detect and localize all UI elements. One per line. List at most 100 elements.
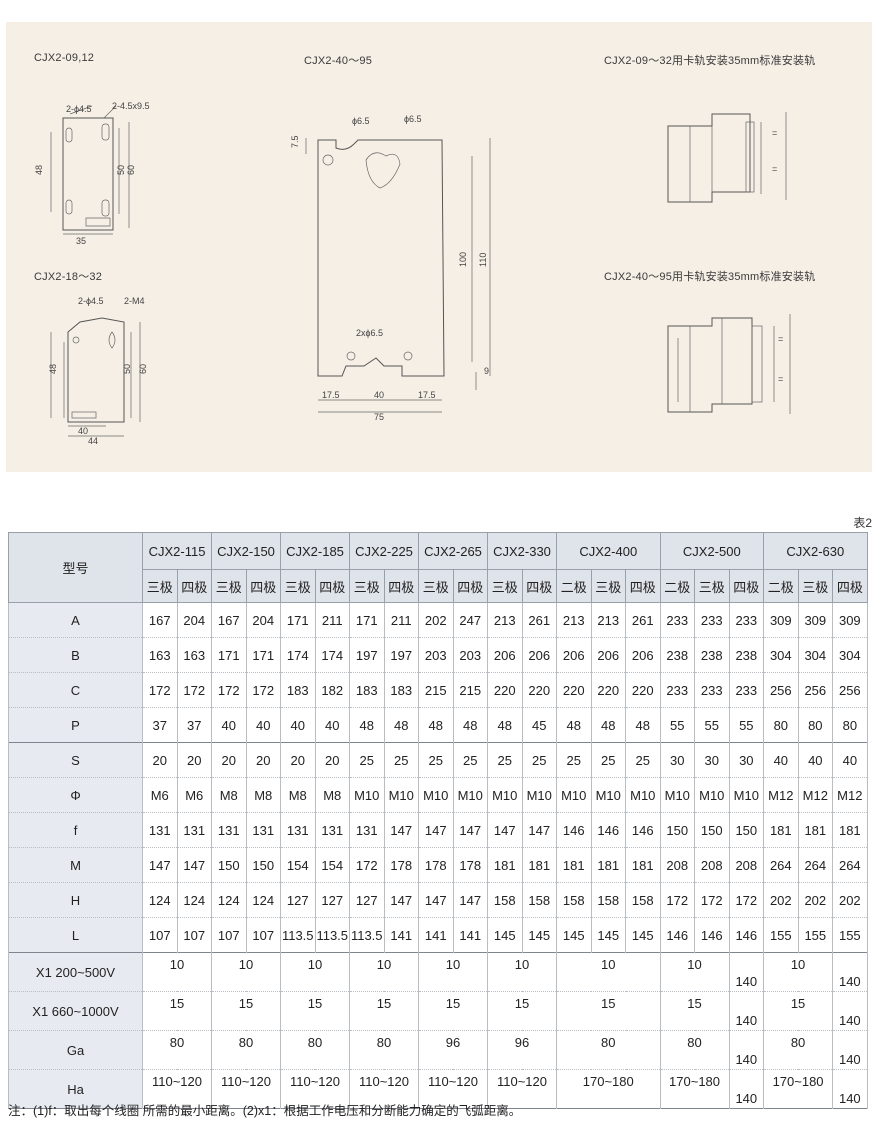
dim-40c: 40 [374, 390, 384, 400]
table-cell: 110~120 [280, 1069, 350, 1109]
table-cell: 96 [487, 1030, 557, 1070]
title-rail-09-32: CJX2-09～32用卡轨安装35mm标准安装轨 [604, 55, 816, 67]
table-cell: M10 [659, 777, 696, 813]
table-cell: 110~120 [487, 1069, 557, 1109]
table-cell: 203 [452, 637, 488, 673]
table-cell: 25 [556, 742, 592, 778]
table-cell: 48 [556, 707, 592, 743]
table-cell: 48 [418, 707, 454, 743]
pole-col-header: 二极 [659, 569, 696, 603]
table-cell: 171 [245, 637, 281, 673]
table-cell: 181 [590, 847, 626, 883]
table-cell: 147 [142, 847, 178, 883]
table-cell: 172 [211, 672, 247, 708]
table-cell: 206 [521, 637, 557, 673]
table-cell: 172 [245, 672, 281, 708]
table-cell: 233 [728, 602, 765, 638]
table-cell: 183 [280, 672, 316, 708]
table-cell: 206 [556, 637, 592, 673]
table-cell: 213 [556, 602, 592, 638]
table-cell: 45 [521, 707, 557, 743]
table-cell: 264 [797, 847, 834, 883]
table-cell: 124 [176, 882, 212, 918]
table-cell: M8 [211, 777, 247, 813]
table-cell: M8 [280, 777, 316, 813]
table-cell: 25 [590, 742, 626, 778]
table-cell: M10 [728, 777, 765, 813]
table-cell: 48 [487, 707, 523, 743]
model-header: 型号 [8, 532, 143, 603]
table-cell: M6 [176, 777, 212, 813]
table-cell: 167 [142, 602, 178, 638]
dim-100: 100 [458, 252, 468, 267]
table-cell: 183 [349, 672, 385, 708]
table-cell: 40 [763, 742, 799, 778]
table-cell: 163 [142, 637, 178, 673]
table-cell: 40 [211, 707, 247, 743]
dim-9: 9 [484, 366, 489, 376]
table-cell: 140 [728, 1069, 765, 1109]
dim-48: 48 [34, 165, 44, 175]
dim-110: 110 [478, 253, 488, 267]
table-cell: 107 [142, 917, 178, 953]
table-cell: 309 [797, 602, 834, 638]
table-cell: 140 [832, 1069, 868, 1109]
table-cell: 178 [418, 847, 454, 883]
table-cell: 110~120 [418, 1069, 488, 1109]
dim-17-5b: 17.5 [418, 390, 436, 400]
table-cell: 163 [176, 637, 212, 673]
row-label: A [8, 602, 143, 638]
table-cell: 80 [142, 1030, 212, 1070]
dim-hole1: 2-ϕ4.5 [66, 104, 92, 114]
table-cell: 309 [763, 602, 799, 638]
table-cell: M8 [314, 777, 350, 813]
table-cell: M8 [245, 777, 281, 813]
table-cell: 304 [797, 637, 834, 673]
pole-col-header: 二极 [763, 569, 799, 603]
table-cell: 146 [728, 917, 765, 953]
table-cell: 25 [383, 742, 419, 778]
table-cell: 25 [418, 742, 454, 778]
table-cell: 10 [487, 952, 557, 992]
pole-col-header: 四极 [728, 569, 765, 603]
table-cell: 140 [832, 991, 868, 1031]
table-cell: 145 [487, 917, 523, 953]
footnote: 注：(1)f：取出每个线圈 所需的最小距离。(2)x1：根据工作电压和分断能力确… [8, 1104, 522, 1118]
table-cell: 40 [797, 742, 834, 778]
table-cell: 30 [694, 742, 730, 778]
table-cell: 172 [659, 882, 696, 918]
table-cell: 154 [280, 847, 316, 883]
table-cell: 181 [797, 812, 834, 848]
table-cell: 220 [487, 672, 523, 708]
table-cell: 174 [314, 637, 350, 673]
table-cell: 20 [176, 742, 212, 778]
dim-phi2: ϕ6.5 [404, 114, 422, 124]
model-col-header: CJX2-400 [556, 532, 661, 570]
table-cell: 15 [349, 991, 419, 1031]
table-cell: 147 [521, 812, 557, 848]
table-cell: 10 [418, 952, 488, 992]
table-cell: 80 [280, 1030, 350, 1070]
row-label: P [8, 707, 143, 743]
table-cell: 167 [211, 602, 247, 638]
table-cell: 172 [142, 672, 178, 708]
table-cell: 10 [211, 952, 281, 992]
table-cell: 131 [314, 812, 350, 848]
pole-col-header: 三极 [211, 569, 247, 603]
pole-col-header: 四极 [452, 569, 488, 603]
table-cell: 80 [349, 1030, 419, 1070]
row-label: S [8, 742, 143, 778]
table-cell: 107 [211, 917, 247, 953]
table-cell: 145 [521, 917, 557, 953]
table-cell: 107 [245, 917, 281, 953]
table-cell: 147 [176, 847, 212, 883]
table-cell: 20 [211, 742, 247, 778]
table-cell: 264 [763, 847, 799, 883]
table-cell: 113.5 [314, 917, 350, 953]
svg-text:=: = [772, 128, 777, 138]
table-cell: 131 [211, 812, 247, 848]
table-cell: 182 [314, 672, 350, 708]
